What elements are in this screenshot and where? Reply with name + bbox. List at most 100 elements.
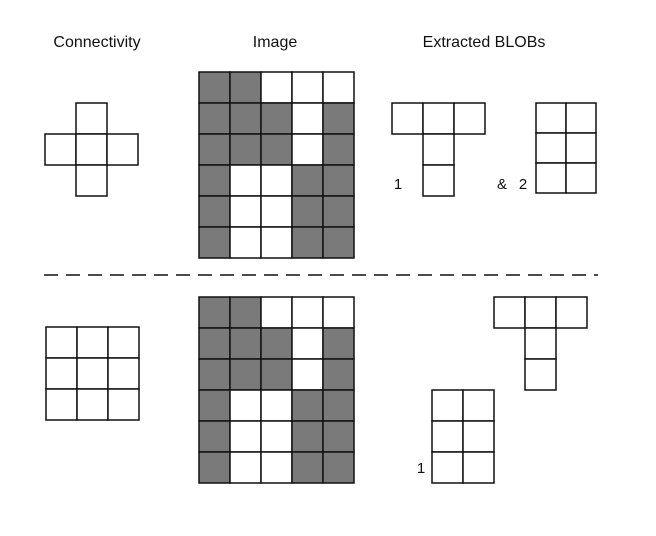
image-pixel-cell [260,451,293,484]
image-pixel-cell [198,389,231,422]
image-pixel-cell [198,296,231,329]
image-grid-top [198,71,355,259]
blob-pixel-cell [462,420,495,453]
blob-pixel-cell [524,358,557,391]
image-pixel-cell [260,296,293,329]
connectivity-kernel-cell [75,133,108,166]
image-pixel-cell [291,358,324,391]
image-pixel-cell [291,327,324,360]
blob-pixel-cell [422,133,455,166]
image-pixel-cell [322,296,355,329]
connectivity-kernel-cell [76,357,109,390]
image-pixel-cell [322,358,355,391]
image-pixel-cell [198,71,231,104]
connectivity-kernel-cell [45,388,78,421]
image-pixel-cell [198,195,231,228]
top-blob-2 [535,102,597,194]
image-pixel-cell [229,102,262,135]
blob-pixel-cell [391,102,424,135]
extracted-blobs-header: Extracted BLOBs [423,34,546,51]
connectivity-kernel-cell [44,133,77,166]
image-pixel-cell [229,420,262,453]
image-pixel-cell [322,102,355,135]
image-pixel-cell [322,133,355,166]
bottom-blob-1-label: 1 [417,460,425,477]
image-header: Image [253,34,298,51]
image-pixel-cell [260,327,293,360]
blob-pixel-cell [493,296,526,329]
eight-connectivity-kernel [45,326,140,421]
blob-pixel-cell [431,389,464,422]
connectivity-header: Connectivity [53,34,140,51]
connectivity-kernel-cell [107,357,140,390]
connectivity-kernel-cell [45,357,78,390]
top-blob-1-label: 1 [394,176,402,193]
connectivity-kernel-cell [76,326,109,359]
image-pixel-cell [198,451,231,484]
connectivity-kernel-cell [107,388,140,421]
image-pixel-cell [291,420,324,453]
image-pixel-cell [291,226,324,259]
image-pixel-cell [229,133,262,166]
blob-pixel-cell [462,451,495,484]
connectivity-kernel-cell [106,133,139,166]
image-pixel-cell [229,451,262,484]
blob-pixel-cell [431,451,464,484]
image-pixel-cell [198,164,231,197]
image-pixel-cell [322,327,355,360]
blob-pixel-cell [535,102,567,134]
blob-pixel-cell [555,296,588,329]
image-pixel-cell [260,195,293,228]
image-pixel-cell [260,102,293,135]
image-pixel-cell [198,327,231,360]
image-pixel-cell [291,389,324,422]
image-pixel-cell [198,358,231,391]
blob-pixel-cell [565,102,597,134]
image-pixel-cell [229,164,262,197]
image-pixel-cell [322,420,355,453]
image-pixel-cell [229,389,262,422]
image-pixel-cell [322,71,355,104]
blob-pixel-cell [524,327,557,360]
image-pixel-cell [198,133,231,166]
image-pixel-cell [291,133,324,166]
image-pixel-cell [291,102,324,135]
blob-pixel-cell [535,162,567,194]
image-pixel-cell [291,71,324,104]
connectivity-kernel-cell [75,102,108,135]
image-pixel-cell [322,389,355,422]
image-pixel-cell [322,226,355,259]
connectivity-kernel-cell [107,326,140,359]
image-pixel-cell [229,195,262,228]
top-ampersand-label: & [497,176,507,193]
image-pixel-cell [322,195,355,228]
image-pixel-cell [198,102,231,135]
image-pixel-cell [260,389,293,422]
blob-pixel-cell [453,102,486,135]
image-pixel-cell [260,164,293,197]
blob-pixel-cell [535,132,567,164]
blob-pixel-cell [422,164,455,197]
blob-pixel-cell [462,389,495,422]
blob-pixel-cell [565,162,597,194]
image-pixel-cell [260,358,293,391]
image-pixel-cell [229,71,262,104]
top-blob-1 [391,102,486,197]
image-pixel-cell [229,296,262,329]
image-pixel-cell [291,195,324,228]
image-pixel-cell [260,420,293,453]
connectivity-kernel-cell [75,164,108,197]
bottom-blob-1 [431,296,588,484]
image-pixel-cell [260,71,293,104]
image-pixel-cell [260,226,293,259]
blob-pixel-cell [431,420,464,453]
image-pixel-cell [229,226,262,259]
blob-pixel-cell [565,132,597,164]
image-pixel-cell [291,296,324,329]
image-pixel-cell [291,164,324,197]
image-pixel-cell [229,358,262,391]
top-blob-2-label: 2 [519,176,527,193]
image-pixel-cell [229,327,262,360]
blob-pixel-cell [524,296,557,329]
